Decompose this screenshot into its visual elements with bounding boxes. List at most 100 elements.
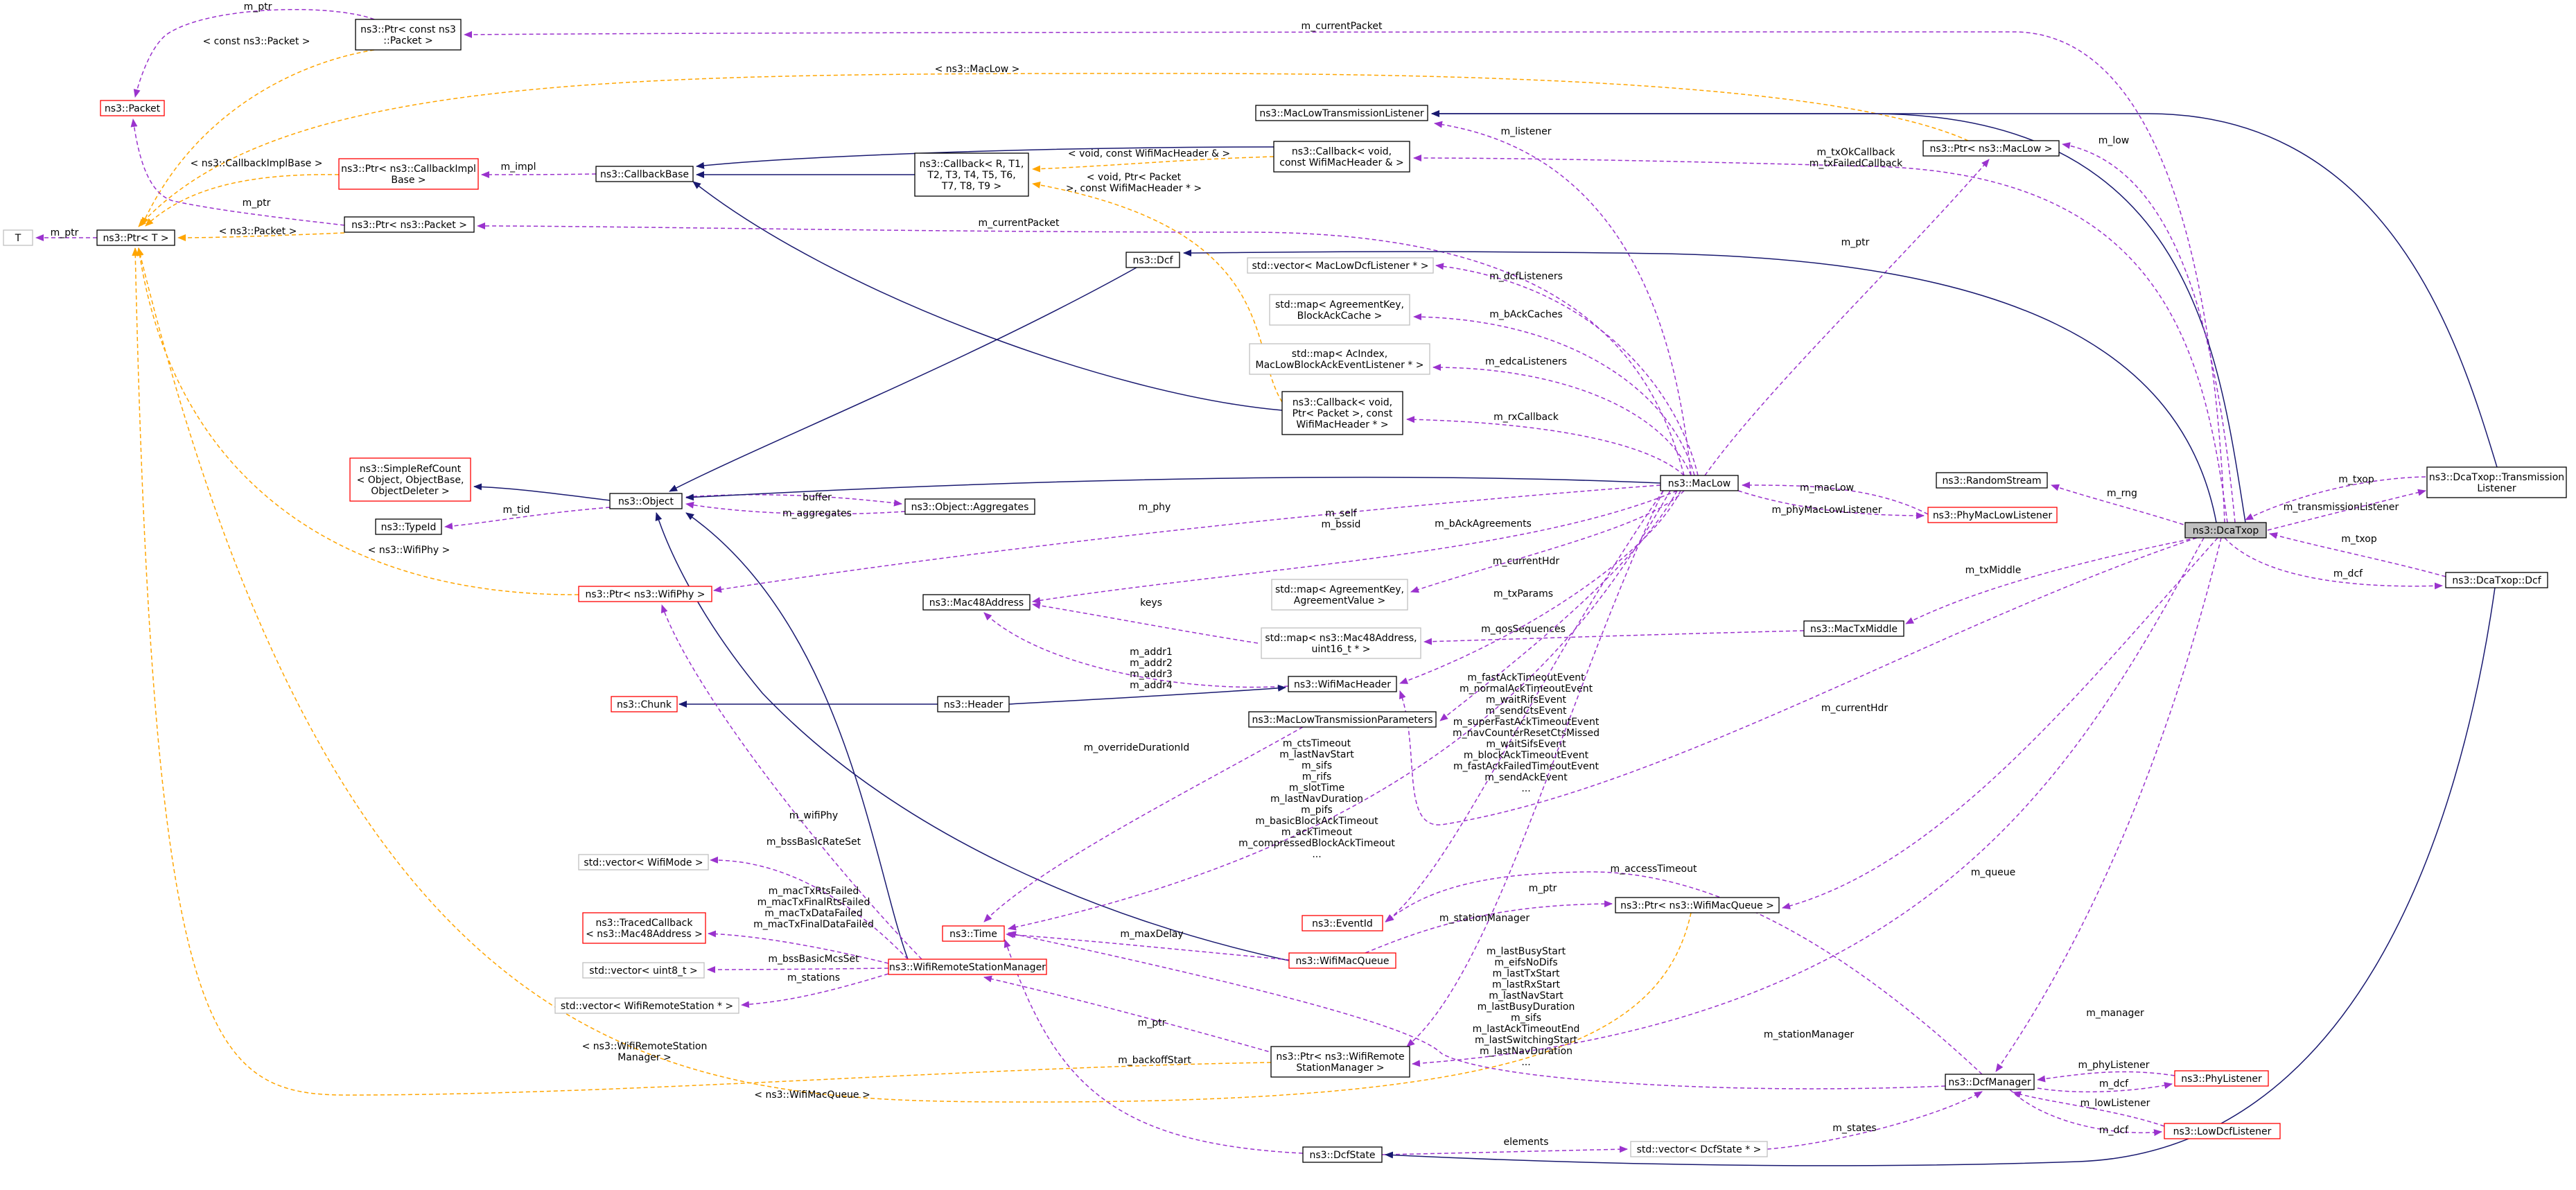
class-node-vec-dcflistener[interactable]: std::vector< MacLowDcfListener * > [1247,257,1434,274]
edge-line [1423,630,1805,645]
edge-label-line: m_macTxDataFailed [764,908,862,919]
node-label: ns3::WifiMacHeader [1294,679,1391,690]
edge-label-line: m_slotTime [1289,782,1344,794]
node-label: std::vector< MacLowDcfListener * > [1252,261,1429,272]
class-node-chunk[interactable]: ns3::Chunk [611,696,678,712]
edge-ptrt-ptrcbimpl: < ns3::CallbackImplBase > [145,158,340,227]
edge-line [2013,1091,2165,1127]
class-node-map-acindex[interactable]: std::map< AcIndex,MacLowBlockAckEventLis… [1249,343,1430,375]
class-node-ptr-packet[interactable]: ns3::Ptr< ns3::Packet > [344,216,475,233]
node-label-line: std::vector< WifiMode > [584,857,703,868]
class-node-ptr-maclow[interactable]: ns3::Ptr< ns3::MacLow > [1922,140,2060,157]
class-node-mactxmiddle[interactable]: ns3::MacTxMiddle [1803,620,1904,637]
node-box [1125,252,1180,268]
edge-line [1183,249,2217,523]
class-node-ptr-const-packet[interactable]: ns3::Ptr< const ns3::Packet > [355,19,462,51]
edge-time-wifimacqueue: m_maxDelay [1006,929,1290,961]
class-node-callback-r-t1[interactable]: ns3::Callback< R, T1,T2, T3, T4, T5, T6,… [914,152,1029,197]
node-label: ns3::TypeId [381,522,437,533]
class-node-lowdcflistener[interactable]: ns3::LowDcfListener [2164,1123,2281,1139]
edge-label-line: m_lastNavStart [1279,749,1354,760]
class-node-randomstream[interactable]: ns3::RandomStream [1936,472,2048,489]
class-node-map-mac48[interactable]: std::map< ns3::Mac48Address,uint16_t * > [1261,627,1421,659]
class-node-dcatxop-dcf[interactable]: ns3::DcaTxop::Dcf [2445,572,2548,588]
edge-label-line: m_dcf [2333,568,2363,579]
edge-line [1385,871,1983,1075]
node-label: ns3::Callback< R, T1,T2, T3, T4, T5, T6,… [920,159,1024,192]
class-node-header[interactable]: ns3::Header [937,696,1010,712]
class-node-dcfmanager[interactable]: ns3::DcfManager [1945,1074,2035,1090]
node-box [582,962,705,979]
class-node-wifimacqueue[interactable]: ns3::WifiMacQueue [1288,952,1396,969]
class-node-aggregates[interactable]: ns3::Object::Aggregates [904,498,1035,515]
edge-label-line: < ns3::WifiRemoteStation [582,1041,708,1052]
node-label: ns3::Ptr< ns3::Packet > [351,220,467,231]
edge-label: < ns3::Packet > [219,226,297,237]
node-label-line: ns3::CallbackBase [600,169,689,180]
edge-line [741,973,889,1008]
class-node-wifimacheader[interactable]: ns3::WifiMacHeader [1288,676,1397,692]
edge-label-line: m_txParams [1493,588,1553,600]
class-node-typeid[interactable]: ns3::TypeId [375,518,442,535]
edge-line [2037,1082,2173,1093]
node-label: ns3::Object [618,496,674,507]
class-node-maclow[interactable]: ns3::MacLow [1660,475,1739,491]
edge-label: m_accessTimeout [1610,864,1697,875]
edge-label-line: < ns3::WifiMacQueue > [754,1090,870,1101]
class-node-ptr-t[interactable]: ns3::Ptr< T > [96,229,175,246]
class-node-vec-dcfstate[interactable]: std::vector< DcfState * > [1630,1141,1768,1157]
edge-label-line: m_self [1325,508,1357,519]
edge-label: m_wifiPhy [789,810,838,821]
edge-label-line: m_ptr [1841,237,1870,248]
class-node-tracedcallback[interactable]: ns3::TracedCallback< ns3::Mac48Address > [582,912,706,944]
edge-label-line: m_lastAckTimeoutEnd [1473,1024,1580,1035]
class-node-callbackbase[interactable]: ns3::CallbackBase [595,166,694,182]
class-node-mac48[interactable]: ns3::Mac48Address [922,594,1031,611]
edge-callbackr-cbvoidhdr: < void, const WifiMacHeader & > [1032,148,1274,173]
node-label: ns3::Chunk [617,699,672,710]
class-node-T[interactable]: T [3,229,33,246]
class-node-map-agreementkey[interactable]: std::map< AgreementKey,BlockAckCache > [1269,294,1410,326]
edge-line [1435,263,1699,476]
class-node-time[interactable]: ns3::Time [942,925,1005,942]
class-node-phymaclowlistener[interactable]: ns3::PhyMacLowListener [1927,507,2058,523]
edge-line [481,170,597,178]
class-node-vec-uint8[interactable]: std::vector< uint8_t > [582,962,705,979]
node-label: ns3::WifiMacQueue [1295,956,1389,967]
class-node-ptr-wifimacqueue[interactable]: ns3::Ptr< ns3::WifiMacQueue > [1615,897,1780,913]
class-node-simplerefcount[interactable]: ns3::SimpleRefCount< Object, ObjectBase,… [349,457,471,502]
class-node-phylistener[interactable]: ns3::PhyListener [2174,1070,2269,1087]
class-node-dcfstate[interactable]: ns3::DcfState [1302,1146,1383,1163]
class-node-wrsm[interactable]: ns3::WifiRemoteStationManager [888,959,1047,975]
edge-object-aggregates: buffer [685,492,902,507]
edge-dcatxop-txlistener: m_txop [2245,474,2426,520]
class-node-ptr-wifiphy[interactable]: ns3::Ptr< ns3::WifiPhy > [578,586,712,602]
edge-maclowtxlistener-maclow: m_listener [1434,121,1692,476]
class-node-vec-wrs[interactable]: std::vector< WifiRemoteStation * > [554,997,739,1014]
class-node-map-agreementvalue[interactable]: std::map< AgreementKey,AgreementValue > [1271,579,1408,611]
class-node-dcf[interactable]: ns3::Dcf [1125,252,1180,268]
class-node-object[interactable]: ns3::Object [609,493,683,509]
class-node-callback-void-ptr[interactable]: ns3::Callback< void,Ptr< Packet >, const… [1281,391,1403,435]
edge-phymaclowlistener-maclow: m_phyMacLowListener [1737,490,1925,519]
class-node-eventid[interactable]: ns3::EventId [1302,915,1383,931]
class-node-packet[interactable]: ns3::Packet [100,100,165,116]
edge-label: m_phyListener [2078,1060,2149,1071]
node-label-line: std::vector< DcfState * > [1637,1144,1762,1155]
class-node-vec-wifimode[interactable]: std::vector< WifiMode > [578,854,709,870]
class-node-maclowtxparams[interactable]: ns3::MacLowTransmissionParameters [1248,711,1437,728]
node-label-line: std::map< AgreementKey, [1275,299,1404,310]
class-node-callback-void-hdr[interactable]: ns3::Callback< void,const WifiMacHeader … [1273,141,1410,173]
edge-line [1406,416,1685,476]
class-node-maclowtxlistener[interactable]: ns3::MacLowTransmissionListener [1255,105,1428,121]
class-node-dcatxop[interactable]: ns3::DcaTxop [2184,522,2267,539]
edge-vecdcf-maclow: m_dcfListeners [1435,263,1699,476]
